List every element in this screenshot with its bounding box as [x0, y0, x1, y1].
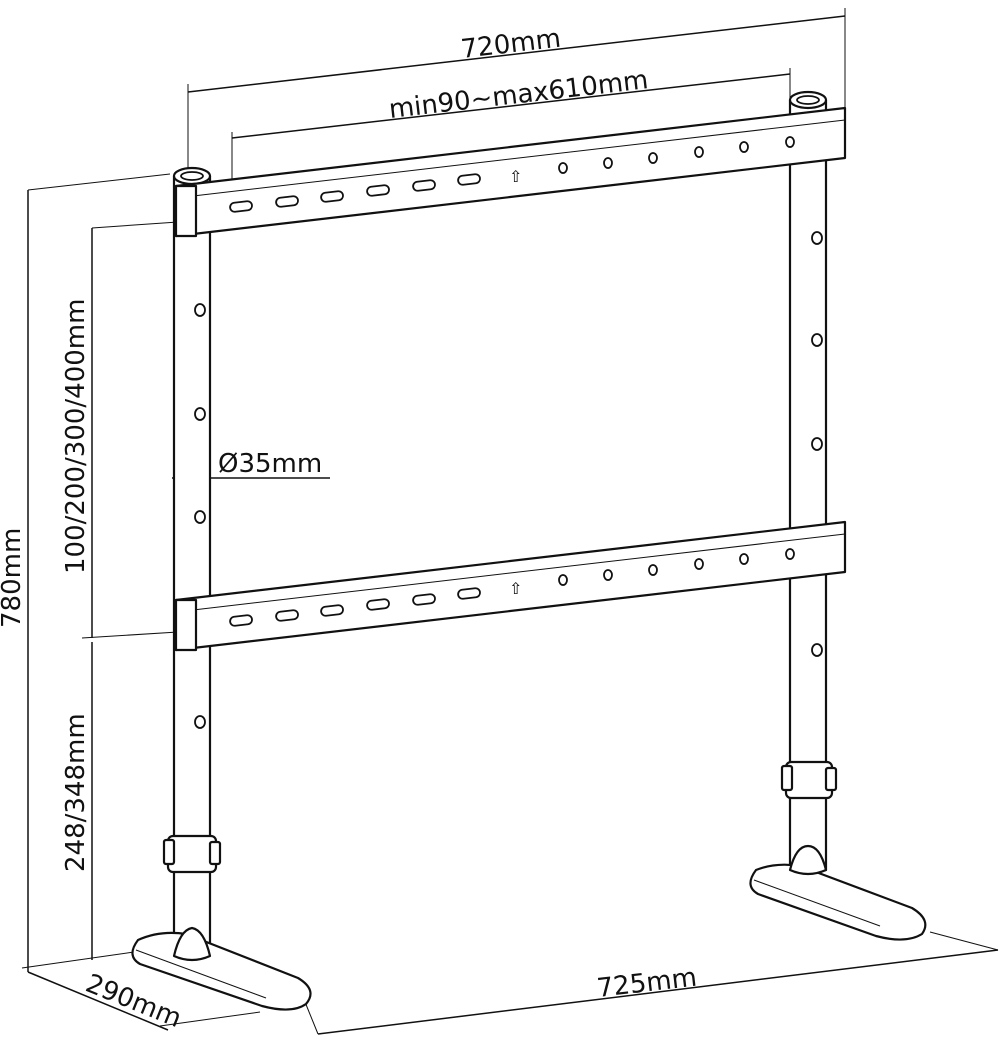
bottom-slots [229, 587, 481, 627]
label-total-height: 780mm [0, 528, 27, 628]
left-foot [131, 926, 312, 1011]
right-foot [749, 844, 927, 941]
left-pole [162, 166, 222, 958]
label-vesa-vertical: 100/200/300/400mm [61, 299, 91, 574]
right-pole [780, 90, 838, 872]
up-arrow-icon: ⇧ [509, 167, 522, 186]
label-pole-diameter: Ø35mm [218, 449, 322, 479]
bottom-holes [558, 548, 795, 586]
top-holes [558, 136, 795, 174]
label-bottom-height: 248/348mm [61, 713, 91, 872]
label-top-width: 720mm [459, 24, 562, 65]
label-base-depth: 290mm [81, 969, 185, 1034]
top-slots [229, 173, 481, 213]
up-arrow-icon: ⇧ [509, 579, 522, 598]
label-vesa-horizontal: min90~max610mm [387, 65, 650, 125]
label-base-width: 725mm [595, 963, 698, 1004]
dimension-lines [21, 8, 999, 1035]
bottom-crossbar: ⇧ [174, 520, 847, 652]
top-crossbar: ⇧ [174, 106, 847, 238]
